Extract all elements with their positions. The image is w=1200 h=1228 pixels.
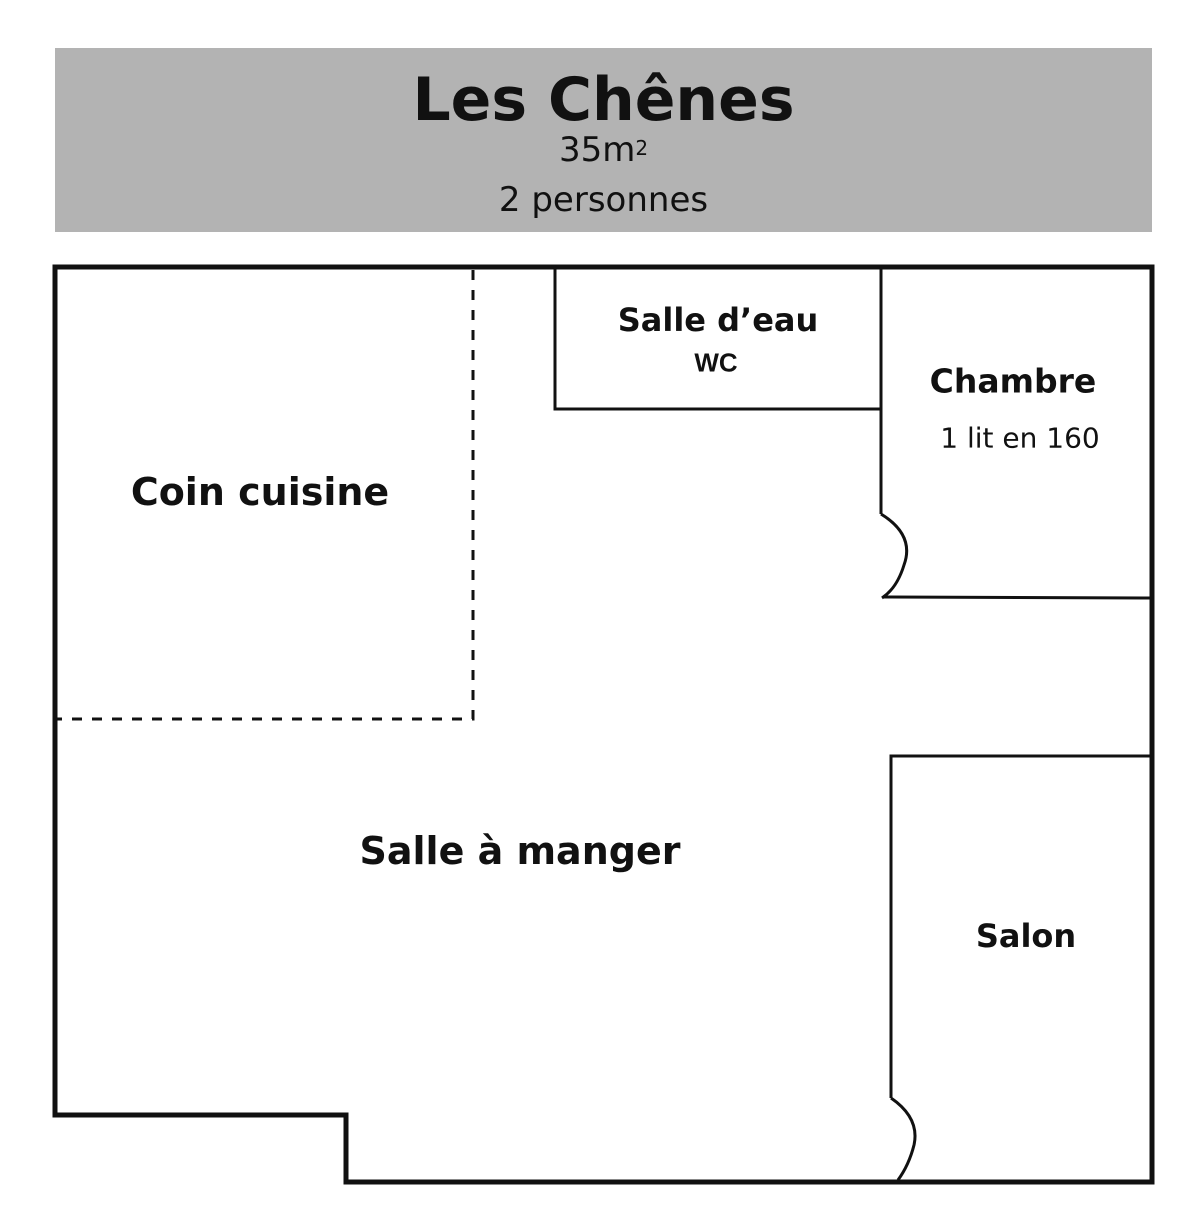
room-label-coin-cuisine: Coin cuisine (130, 470, 390, 514)
bathroom-wall (553, 269, 881, 411)
room-label-salle-manger: Salle à manger (359, 829, 681, 873)
page-title: Les Chênes (412, 65, 795, 135)
bedroom-door-arc (880, 512, 909, 600)
room-label-salle-eau: Salle d’eau (617, 301, 819, 339)
outer-wall (52, 264, 1155, 1185)
kitchen-dashed-boundary (57, 270, 475, 721)
salon-door-arc (890, 1096, 917, 1181)
surface-area: 35m2 (55, 130, 1152, 170)
header-banner: Les Chênes 35m2 2 personnes (55, 48, 1152, 232)
capacity-text: 2 personnes (498, 180, 709, 220)
room-detail-chambre-bed: 1 lit en 160 (940, 421, 1100, 455)
room-label-salon: Salon (975, 917, 1077, 955)
bedroom-wall (879, 269, 1151, 600)
room-label-chambre: Chambre (929, 361, 1097, 401)
surface-area-value: 35m (558, 130, 636, 170)
surface-area-unit-exponent: 2 (635, 136, 649, 160)
room-label-wc: WC (694, 347, 738, 378)
salon-wall (889, 754, 1150, 1098)
